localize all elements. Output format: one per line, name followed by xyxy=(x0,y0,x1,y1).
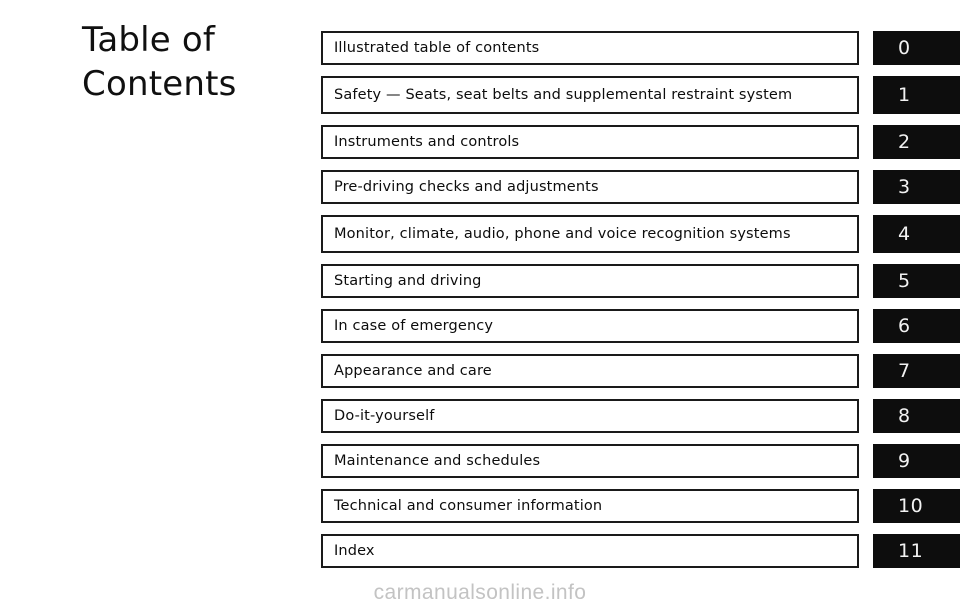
toc-entry-label: Do-it-yourself xyxy=(334,407,435,424)
toc-entry-10[interactable]: Technical and consumer information xyxy=(321,489,859,523)
toc-section-number: 11 xyxy=(898,539,924,562)
toc-entry-0[interactable]: Illustrated table of contents xyxy=(321,31,859,65)
table-of-contents-row: Technical and consumer information 10 xyxy=(321,489,960,523)
toc-entry-6[interactable]: In case of emergency xyxy=(321,309,859,343)
table-of-contents-row: Starting and driving 5 xyxy=(321,264,960,298)
toc-entry-8[interactable]: Do-it-yourself xyxy=(321,399,859,433)
toc-entry-5[interactable]: Starting and driving xyxy=(321,264,859,298)
toc-section-number: 7 xyxy=(898,359,911,382)
toc-section-tab-8[interactable]: 8 xyxy=(873,399,960,433)
table-of-contents-row: Monitor, climate, audio, phone and voice… xyxy=(321,215,960,253)
toc-entry-1[interactable]: Safety — Seats, seat belts and supplemen… xyxy=(321,76,859,114)
toc-section-number: 2 xyxy=(898,130,911,153)
table-of-contents-row: Pre-driving checks and adjustments 3 xyxy=(321,170,960,204)
toc-section-tab-9[interactable]: 9 xyxy=(873,444,960,478)
table-of-contents-row: Index 11 xyxy=(321,534,960,568)
table-of-contents-row: In case of emergency 6 xyxy=(321,309,960,343)
table-of-contents-row: Safety — Seats, seat belts and supplemen… xyxy=(321,76,960,114)
toc-section-number: 4 xyxy=(898,222,911,245)
toc-entry-label: Safety — Seats, seat belts and supplemen… xyxy=(334,86,793,103)
toc-section-number: 1 xyxy=(898,83,911,106)
toc-entry-label: Technical and consumer information xyxy=(334,497,603,514)
toc-section-number: 10 xyxy=(898,494,924,517)
toc-entry-label: In case of emergency xyxy=(334,317,494,334)
toc-section-tab-11[interactable]: 11 xyxy=(873,534,960,568)
toc-entry-label: Appearance and care xyxy=(334,362,492,379)
toc-section-tab-2[interactable]: 2 xyxy=(873,125,960,159)
toc-section-number: 5 xyxy=(898,269,911,292)
toc-section-tab-7[interactable]: 7 xyxy=(873,354,960,388)
footer-watermark: carmanualsonline.info xyxy=(373,581,587,604)
toc-section-tab-1[interactable]: 1 xyxy=(873,76,960,114)
toc-entry-3[interactable]: Pre-driving checks and adjustments xyxy=(321,170,859,204)
toc-entry-label: Pre-driving checks and adjustments xyxy=(334,178,599,195)
table-of-contents-row: Illustrated table of contents 0 xyxy=(321,31,960,65)
toc-section-number: 3 xyxy=(898,175,911,198)
toc-section-tab-5[interactable]: 5 xyxy=(873,264,960,298)
toc-entry-7[interactable]: Appearance and care xyxy=(321,354,859,388)
toc-entry-label: Monitor, climate, audio, phone and voice… xyxy=(334,225,791,242)
table-of-contents-row: Maintenance and schedules 9 xyxy=(321,444,960,478)
toc-section-tab-10[interactable]: 10 xyxy=(873,489,960,523)
table-of-contents-row: Do-it-yourself 8 xyxy=(321,399,960,433)
toc-entry-label: Maintenance and schedules xyxy=(334,452,541,469)
table-of-contents-row: Instruments and controls 2 xyxy=(321,125,960,159)
toc-entry-label: Illustrated table of contents xyxy=(334,39,540,56)
toc-entry-label: Index xyxy=(334,542,375,559)
toc-section-number: 9 xyxy=(898,449,911,472)
page-title: Table of Contents xyxy=(82,20,237,104)
toc-section-tab-0[interactable]: 0 xyxy=(873,31,960,65)
toc-entry-label: Starting and driving xyxy=(334,272,482,289)
toc-entry-11[interactable]: Index xyxy=(321,534,859,568)
toc-entry-2[interactable]: Instruments and controls xyxy=(321,125,859,159)
toc-entry-4[interactable]: Monitor, climate, audio, phone and voice… xyxy=(321,215,859,253)
toc-section-tab-3[interactable]: 3 xyxy=(873,170,960,204)
toc-section-tab-6[interactable]: 6 xyxy=(873,309,960,343)
toc-section-number: 8 xyxy=(898,404,911,427)
toc-entry-9[interactable]: Maintenance and schedules xyxy=(321,444,859,478)
toc-section-number: 0 xyxy=(898,36,911,59)
toc-section-tab-4[interactable]: 4 xyxy=(873,215,960,253)
toc-entry-label: Instruments and controls xyxy=(334,133,520,150)
toc-section-number: 6 xyxy=(898,314,911,337)
table-of-contents-row: Appearance and care 7 xyxy=(321,354,960,388)
